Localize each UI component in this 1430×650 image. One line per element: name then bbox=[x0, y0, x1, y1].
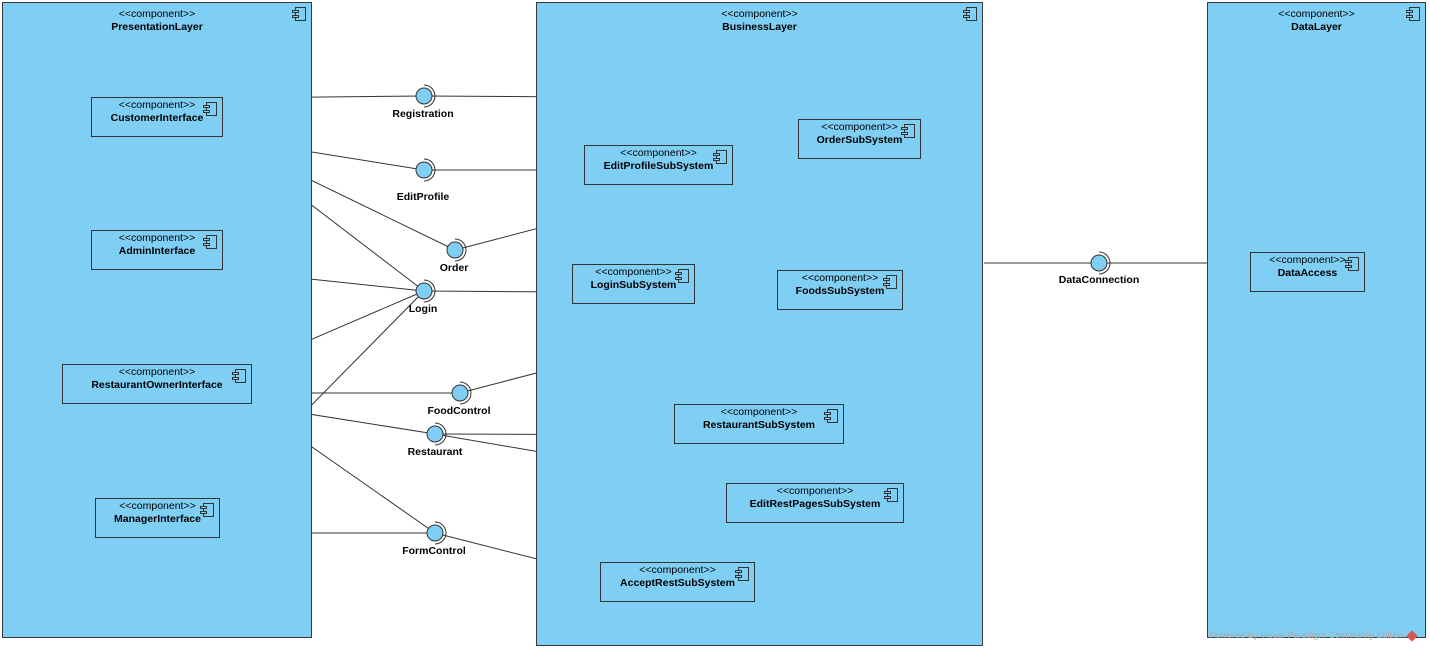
interface-label-registration: Registration bbox=[392, 108, 454, 120]
required-interface-socket-icon bbox=[423, 158, 436, 182]
component-icon bbox=[1345, 257, 1359, 271]
component-name: EditProfileSubSystem bbox=[603, 160, 714, 172]
layer-name: BusinessLayer bbox=[722, 21, 797, 33]
required-interface-socket-icon bbox=[459, 381, 472, 405]
component-name: OrderSubSystem bbox=[816, 134, 903, 146]
provided-interface-ball-icon bbox=[415, 87, 433, 105]
component-data-access[interactable]: <<component>> DataAccess bbox=[1250, 252, 1365, 292]
interface-foodcontrol-lollipop-icon[interactable] bbox=[451, 381, 472, 405]
interface-login-lollipop-icon[interactable] bbox=[415, 279, 436, 303]
component-icon bbox=[884, 488, 898, 502]
component-name: RestaurantSubSystem bbox=[702, 419, 816, 431]
component-manager-interface[interactable]: <<component>> ManagerInterface bbox=[95, 498, 220, 538]
interface-label-restaurant: Restaurant bbox=[407, 446, 463, 458]
component-name: RestaurantOwnerInterface bbox=[91, 379, 223, 391]
stereotype-label: <<component>> bbox=[821, 121, 898, 133]
layer-name: DataLayer bbox=[1291, 21, 1342, 33]
layer-business[interactable]: <<component>> BusinessLayer bbox=[536, 2, 983, 646]
required-interface-socket-icon bbox=[454, 238, 467, 262]
interface-registration-lollipop-icon[interactable] bbox=[415, 84, 436, 108]
stereotype-label: <<component>> bbox=[118, 8, 196, 20]
stereotype-label: <<component>> bbox=[720, 406, 798, 418]
component-login-subsystem[interactable]: <<component>> LoginSubSystem bbox=[572, 264, 695, 304]
stereotype-label: <<component>> bbox=[118, 99, 196, 111]
stereotype-label: <<component>> bbox=[595, 266, 672, 278]
interface-label-order: Order bbox=[439, 262, 469, 274]
required-interface-socket-icon bbox=[434, 422, 447, 446]
provided-interface-ball-icon bbox=[451, 384, 469, 402]
stereotype-label: <<component>> bbox=[118, 366, 196, 378]
interface-label-form-control: FormControl bbox=[402, 545, 466, 557]
component-order-subsystem[interactable]: <<component>> OrderSubSystem bbox=[798, 119, 921, 159]
footer-text: Powered By Visual Paradigm Community Edi… bbox=[1209, 630, 1404, 640]
visual-paradigm-logo-icon bbox=[1406, 629, 1418, 642]
component-name: CustomerInterface bbox=[110, 112, 204, 124]
stereotype-label: <<component>> bbox=[1278, 8, 1355, 20]
component-name: AcceptRestSubSystem bbox=[620, 577, 735, 589]
required-interface-socket-icon bbox=[423, 279, 436, 303]
stereotype-label: <<component>> bbox=[721, 8, 798, 20]
stereotype-label: <<component>> bbox=[118, 232, 196, 244]
component-foods-subsystem[interactable]: <<component>> FoodsSubSystem bbox=[777, 270, 903, 310]
component-name: EditRestPagesSubSystem bbox=[749, 498, 881, 510]
component-icon bbox=[200, 503, 214, 517]
component-name: ManagerInterface bbox=[114, 513, 201, 525]
component-icon bbox=[735, 567, 749, 581]
component-icon bbox=[232, 369, 246, 383]
required-interface-socket-icon bbox=[423, 84, 436, 108]
component-icon bbox=[203, 235, 217, 249]
stereotype-label: <<component>> bbox=[119, 500, 196, 512]
layer-data[interactable]: <<component>> DataLayer bbox=[1207, 2, 1426, 638]
interface-restaurant-lollipop-icon[interactable] bbox=[426, 422, 447, 446]
provided-interface-ball-icon bbox=[1090, 254, 1108, 272]
stereotype-label: <<component>> bbox=[620, 147, 697, 159]
component-icon bbox=[883, 275, 897, 289]
watermark-footer: Powered By Visual Paradigm Community Edi… bbox=[1209, 629, 1418, 642]
layer-name: PresentationLayer bbox=[111, 21, 203, 33]
component-customer-interface[interactable]: <<component>> CustomerInterface bbox=[91, 97, 223, 137]
required-interface-socket-icon bbox=[1098, 251, 1111, 275]
component-name: LoginSubSystem bbox=[590, 279, 677, 291]
stereotype-label: <<component>> bbox=[1269, 254, 1346, 266]
interface-editprofile-lollipop-icon[interactable] bbox=[415, 158, 436, 182]
provided-interface-ball-icon bbox=[426, 524, 444, 542]
interface-label-food-control: FoodControl bbox=[427, 405, 491, 417]
stereotype-label: <<component>> bbox=[776, 485, 854, 497]
component-name: FoodsSubSystem bbox=[795, 285, 885, 297]
component-restaurant-owner-interface[interactable]: <<component>> RestaurantOwnerInterface bbox=[62, 364, 252, 404]
interface-label-edit-profile: EditProfile bbox=[396, 191, 450, 203]
interface-formcontrol-lollipop-icon[interactable] bbox=[426, 521, 447, 545]
provided-interface-ball-icon bbox=[446, 241, 464, 259]
provided-interface-ball-icon bbox=[415, 161, 433, 179]
component-icon bbox=[713, 150, 727, 164]
component-icon bbox=[203, 102, 217, 116]
component-icon bbox=[963, 7, 977, 21]
component-name: DataAccess bbox=[1277, 267, 1338, 279]
required-interface-socket-icon bbox=[434, 521, 447, 545]
component-name: AdminInterface bbox=[118, 245, 196, 257]
component-icon bbox=[675, 269, 689, 283]
component-restaurant-subsystem[interactable]: <<component>> RestaurantSubSystem bbox=[674, 404, 844, 444]
provided-interface-ball-icon bbox=[426, 425, 444, 443]
component-icon bbox=[824, 409, 838, 423]
component-edit-profile-subsystem[interactable]: <<component>> EditProfileSubSystem bbox=[584, 145, 733, 185]
component-icon bbox=[901, 124, 915, 138]
provided-interface-ball-icon bbox=[415, 282, 433, 300]
interface-order-lollipop-icon[interactable] bbox=[446, 238, 467, 262]
stereotype-label: <<component>> bbox=[639, 564, 716, 576]
component-icon bbox=[292, 7, 306, 21]
interface-label-data-connection: DataConnection bbox=[1058, 274, 1140, 286]
component-edit-rest-pages-subsystem[interactable]: <<component>> EditRestPagesSubSystem bbox=[726, 483, 904, 523]
component-accept-rest-subsystem[interactable]: <<component>> AcceptRestSubSystem bbox=[600, 562, 755, 602]
interface-dataconnection-lollipop-icon[interactable] bbox=[1090, 251, 1111, 275]
component-admin-interface[interactable]: <<component>> AdminInterface bbox=[91, 230, 223, 270]
interface-label-login: Login bbox=[408, 303, 438, 315]
stereotype-label: <<component>> bbox=[801, 272, 879, 284]
component-icon bbox=[1406, 7, 1420, 21]
